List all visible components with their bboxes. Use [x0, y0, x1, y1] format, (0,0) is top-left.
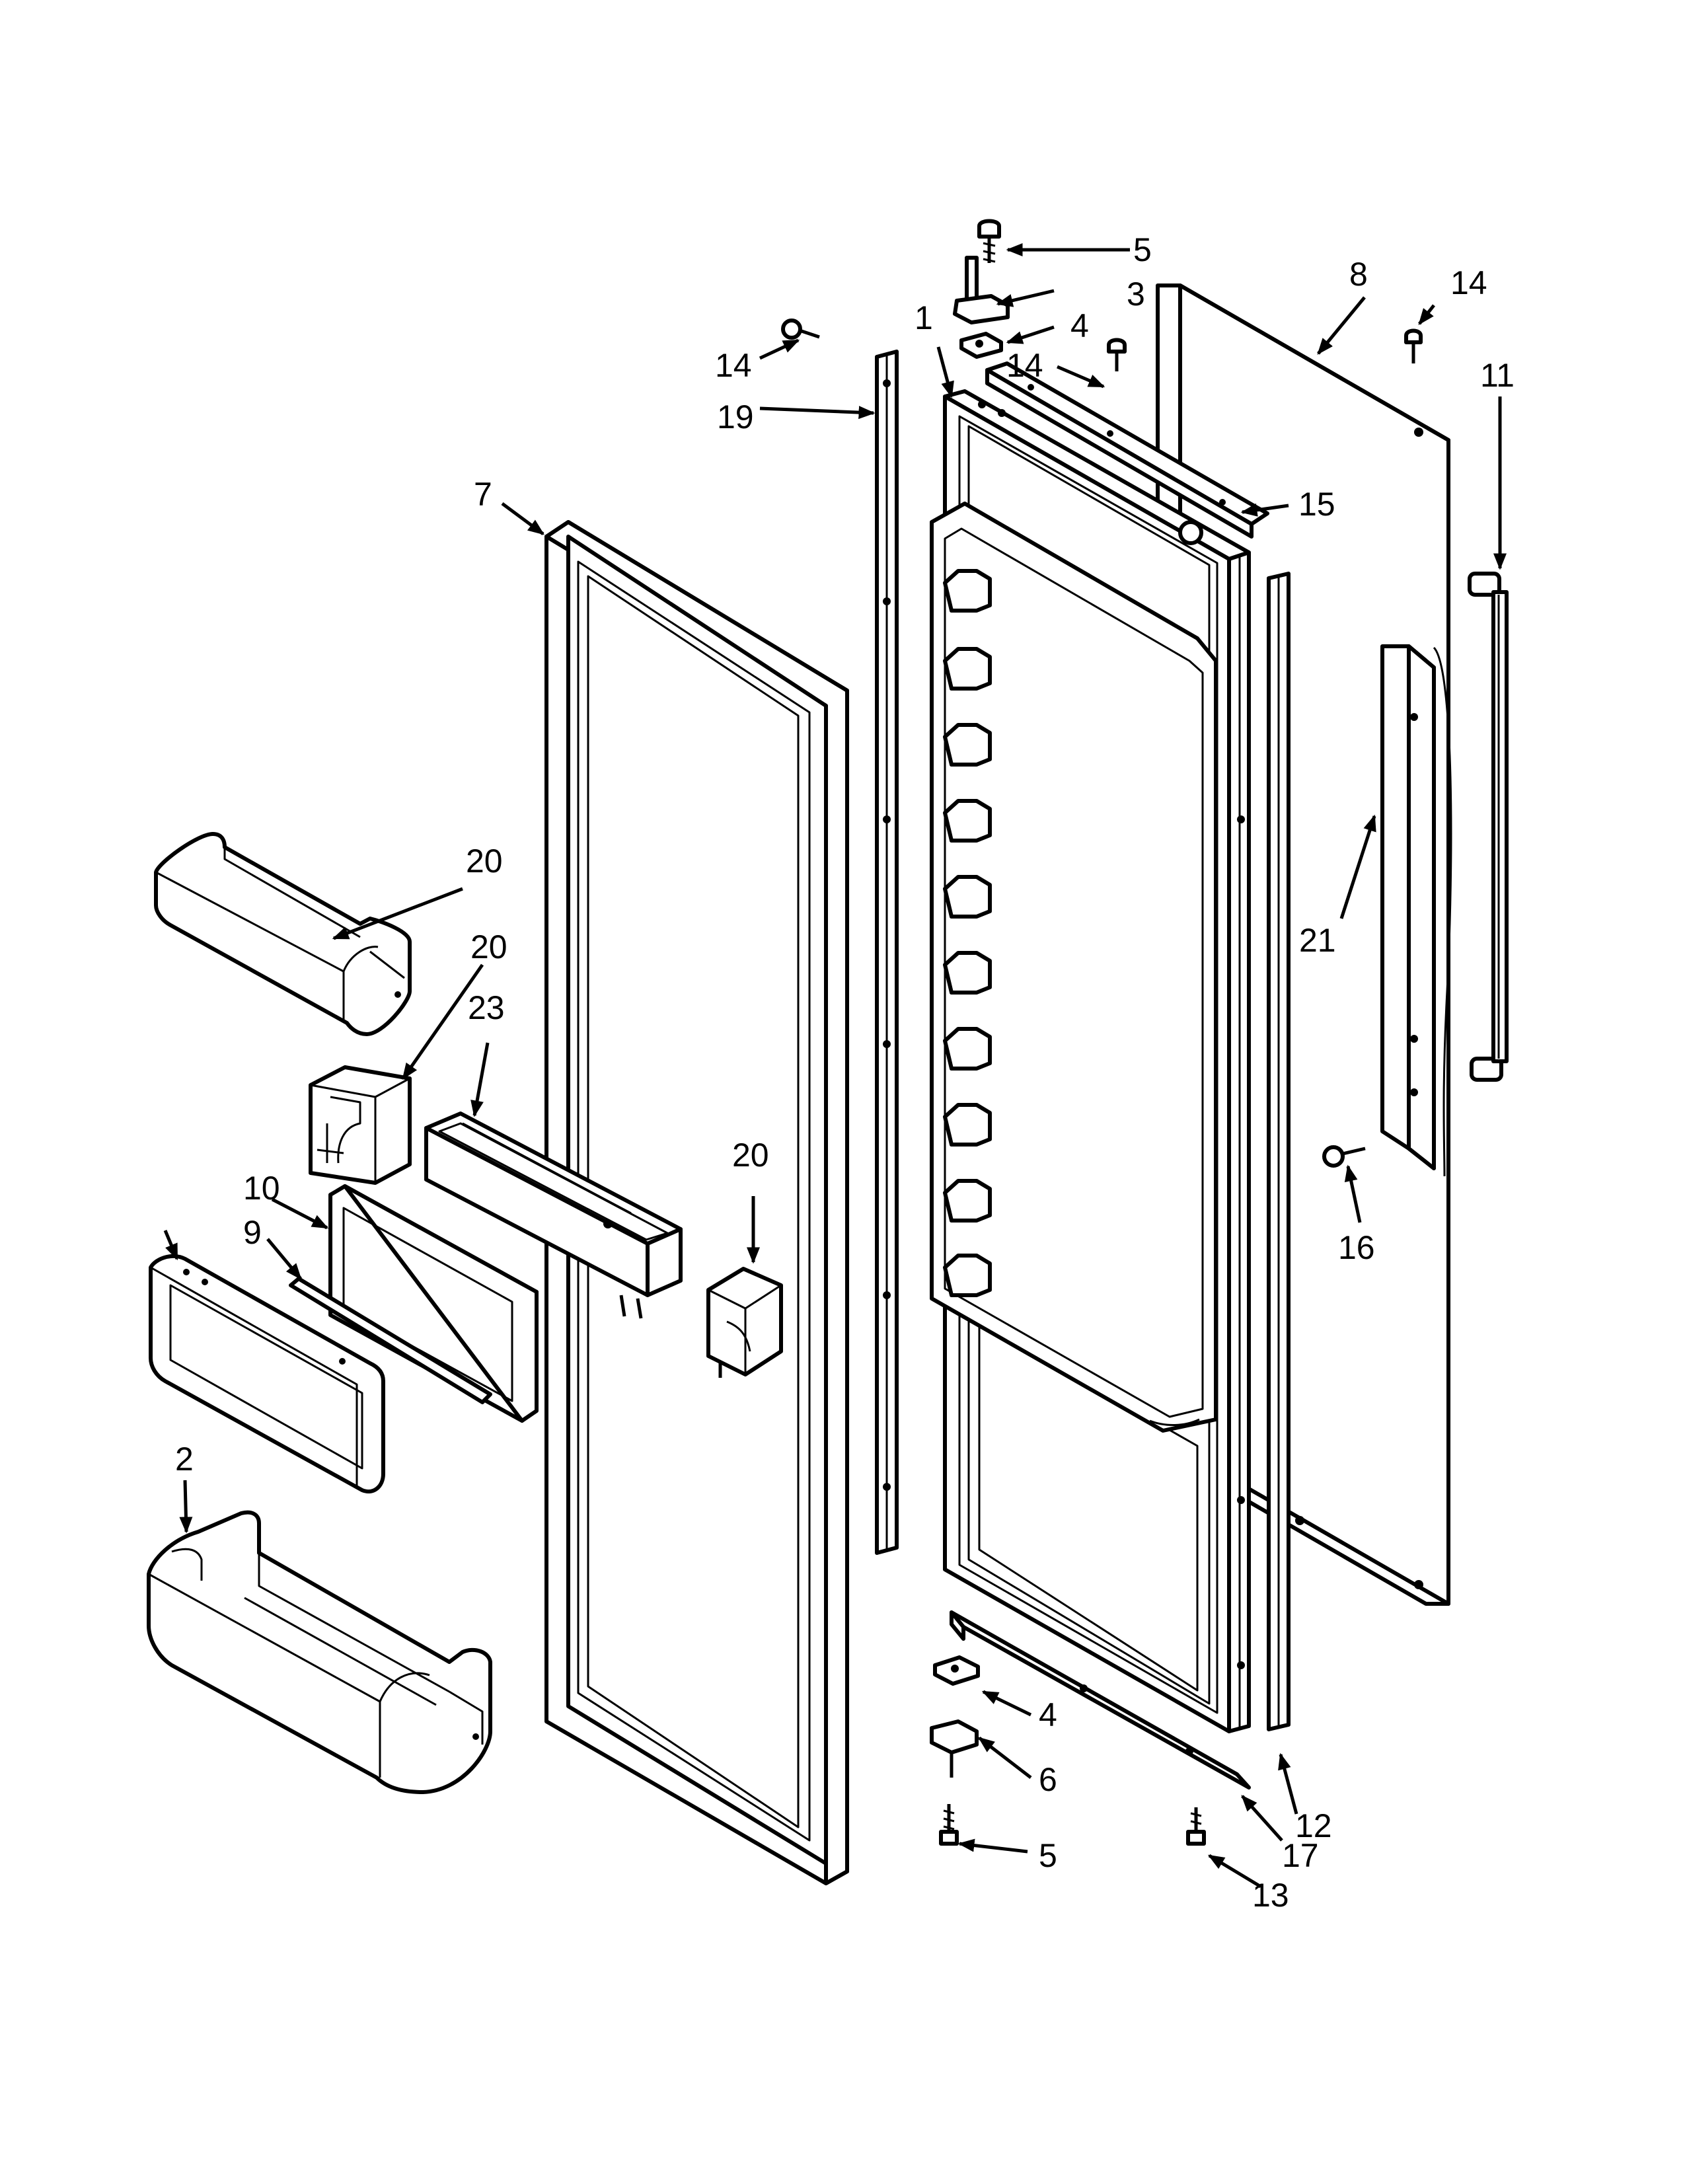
dispenser-housing-part [424, 1111, 683, 1319]
handle-trim-part [1380, 644, 1452, 1177]
upper-door-bin-part [154, 832, 412, 1036]
callout-13: 13 [1252, 1877, 1289, 1914]
bottom-hinge-screw-part [939, 1804, 959, 1846]
callout-14-left: 14 [715, 347, 752, 384]
hinge-side-strip-part [875, 350, 899, 1555]
panel-screw-part [1404, 328, 1423, 363]
callout-3: 3 [1127, 276, 1145, 313]
trim-screw-part [1322, 1145, 1366, 1168]
door-gasket-part [544, 520, 849, 1885]
bottom-cap-screw-part [1186, 1807, 1206, 1846]
callout-9: 7 [474, 476, 492, 513]
callout-4-bottom: 4 [1039, 1696, 1057, 1733]
cap-screw-part [1107, 338, 1127, 371]
bottom-hinge-washer-part [933, 1655, 980, 1686]
callout-10: 8 [1349, 256, 1368, 293]
callout-5-top: 5 [1133, 231, 1152, 268]
callout-21: 21 [1299, 922, 1336, 959]
callout-5-bottom: 5 [1039, 1837, 1057, 1874]
door-liner-part [930, 389, 1251, 1733]
callout-20-right: 20 [732, 1137, 769, 1174]
callout-17: 19 [717, 398, 754, 435]
side-strip-part [1267, 572, 1291, 1731]
callout-2: 2 [175, 1441, 194, 1478]
callout-15: 15 [1298, 486, 1335, 523]
top-hinge-washer-part [959, 332, 1003, 359]
callout-11: 11 [1480, 357, 1515, 394]
callout-19: 20 [466, 843, 503, 880]
bin-frame-part [328, 1184, 539, 1423]
callout-7: 9 [243, 1214, 262, 1251]
callout-8: 10 [243, 1170, 280, 1207]
bottom-cap-part [950, 1610, 1251, 1789]
top-cap-part [985, 361, 1269, 545]
liner-screw-left-part [781, 319, 820, 340]
callout-18: 17 [1282, 1837, 1319, 1874]
callout-12: 12 [1295, 1807, 1332, 1844]
callout-1: 1 [915, 299, 933, 336]
top-hinge-part [953, 256, 1010, 324]
callout-16: 16 [1338, 1229, 1375, 1266]
callout-14-right: 14 [1450, 264, 1487, 301]
bin-clip-right-part [706, 1267, 783, 1378]
shelf-brackets [943, 569, 992, 1297]
bottom-hinge-part [930, 1719, 979, 1778]
top-hinge-screw-part [977, 219, 1001, 263]
callout-20-left: 20 [470, 928, 507, 965]
callout-22: 23 [468, 989, 505, 1026]
callout-14-middle: 14 [1006, 347, 1043, 384]
callout-4-top: 4 [1070, 307, 1089, 344]
trim-strip-part [289, 1277, 492, 1404]
leader-lines [163, 243, 1507, 1889]
callout-6: 6 [1039, 1761, 1057, 1798]
callout-labels: 5 3 4 1 14 14 14 19 8 11 15 7 20 21 20 2… [175, 231, 1515, 1914]
lower-door-bin-part [147, 1510, 492, 1794]
bin-clip-left-part [309, 1065, 412, 1185]
door-handle-part [1468, 572, 1509, 1082]
